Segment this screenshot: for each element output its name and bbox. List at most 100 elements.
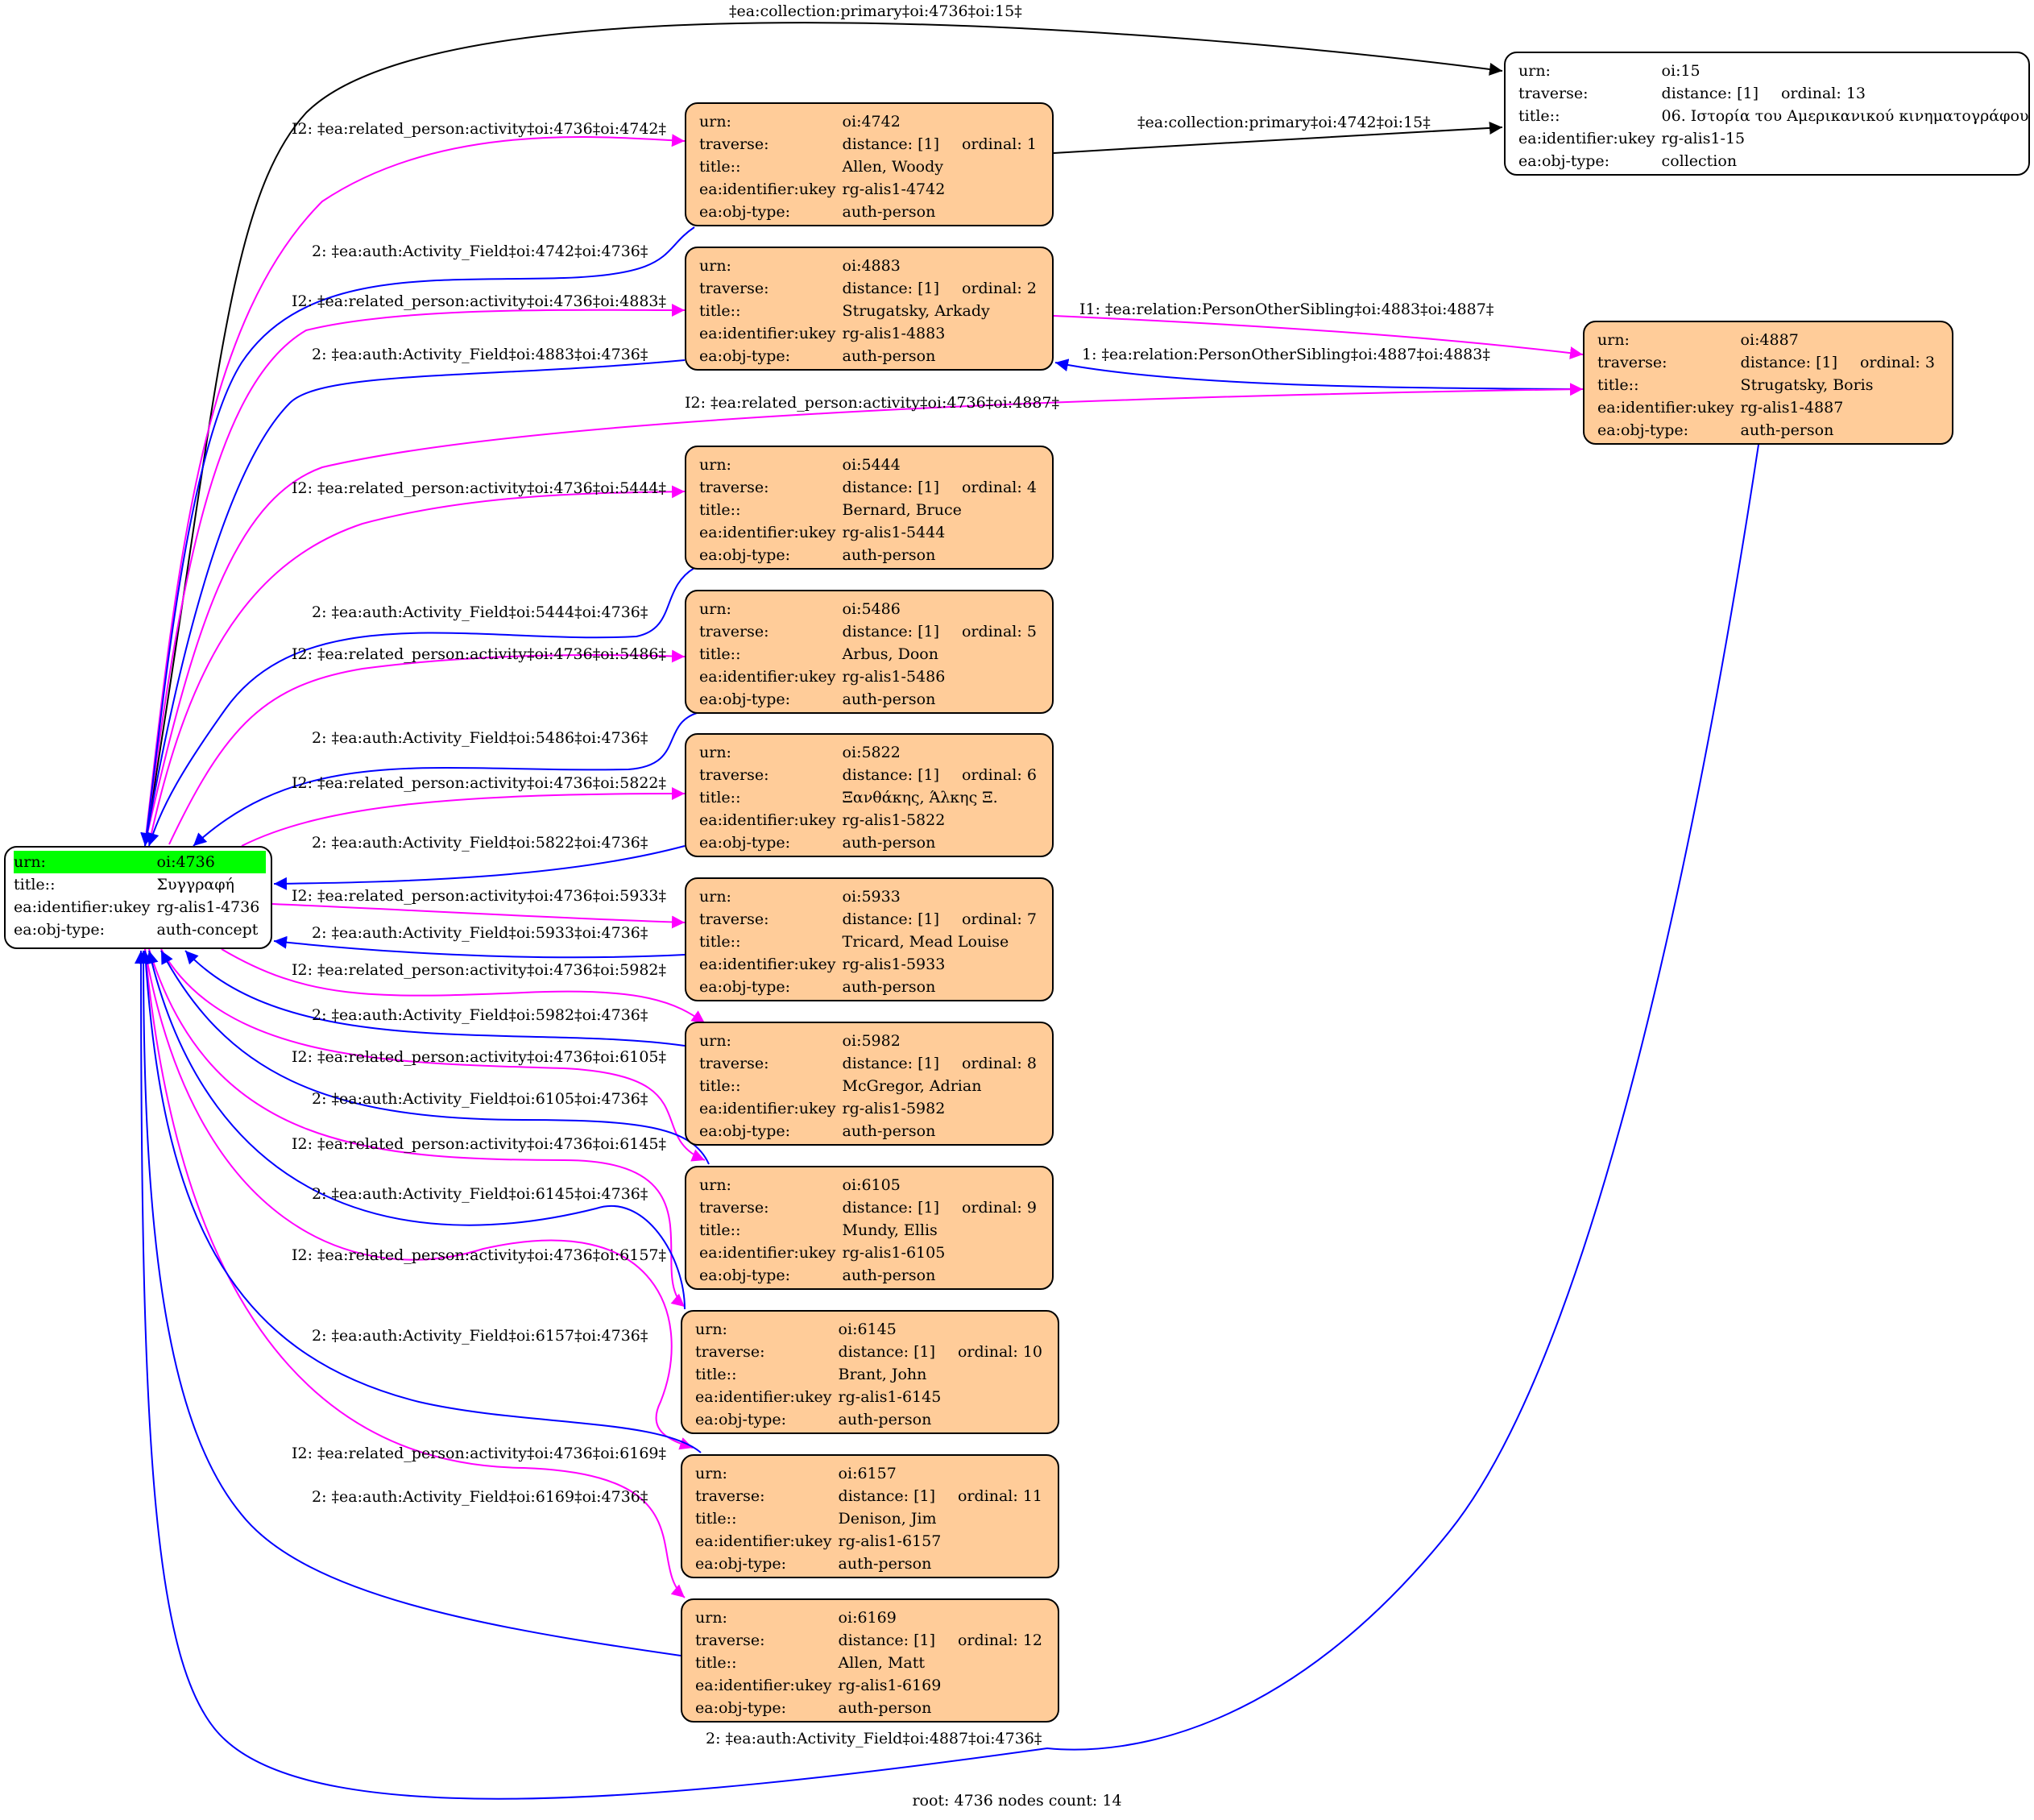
- person-title: Bernard, Bruce: [842, 501, 962, 519]
- field-label-type: ea:obj-type:: [699, 978, 791, 996]
- edge-act-6105[interactable]: [160, 950, 710, 1165]
- edge-act-5982[interactable]: [184, 950, 686, 1047]
- field-label-title: title::: [14, 876, 56, 893]
- edge-rel-6105[interactable]: [160, 948, 706, 1162]
- edge-act-6157[interactable]: [139, 950, 702, 1453]
- edge-rel-5933[interactable]: [271, 903, 686, 929]
- person-node-5444[interactable]: urn:oi:5444 traverse:distance: [1]ordina…: [685, 446, 1054, 570]
- field-label-ukey: ea:identifier:ukey: [699, 1244, 836, 1262]
- person-node-6169[interactable]: urn:oi:6169 traverse:distance: [1]ordina…: [681, 1598, 1059, 1723]
- person-type: auth-person: [842, 690, 936, 708]
- edge-rel-6157[interactable]: [144, 948, 694, 1450]
- edge-act-6169[interactable]: [137, 950, 681, 1656]
- field-label-title: title::: [695, 1654, 737, 1672]
- label-act-5933: 2: ‡ea:auth:Activity_Field‡oi:5933‡oi:47…: [312, 924, 648, 942]
- edge-rel-4887[interactable]: [144, 383, 1584, 845]
- edge-collection-4742[interactable]: [1053, 121, 1503, 154]
- label-rel-5933: I2: ‡ea:related_person:activity‡oi:4736‡…: [292, 887, 666, 905]
- field-label-ukey: ea:identifier:ukey: [699, 956, 836, 973]
- person-node-6157[interactable]: urn:oi:6157 traverse:distance: [1]ordina…: [681, 1454, 1059, 1578]
- person-title: McGregor, Adrian: [842, 1077, 982, 1095]
- person-distance: distance: [1]: [842, 766, 939, 784]
- edge-sibling-4883-4887[interactable]: [1053, 315, 1584, 360]
- collection-distance: distance: [1]: [1661, 85, 1759, 102]
- person-urn: oi:5982: [842, 1032, 901, 1050]
- root-node[interactable]: urn:oi:4736 title::Συγγραφή ea:identifie…: [4, 846, 272, 949]
- edge-rel-6169[interactable]: [144, 948, 686, 1598]
- edge-act-5486[interactable]: [193, 712, 698, 847]
- person-node-fields: urn:oi:5933 traverse:distance: [1]ordina…: [699, 885, 1043, 998]
- field-label-title: title::: [699, 1077, 741, 1095]
- field-label-urn: urn:: [1518, 62, 1551, 80]
- person-type: auth-person: [842, 978, 936, 996]
- label-act-6157: 2: ‡ea:auth:Activity_Field‡oi:6157‡oi:47…: [312, 1327, 648, 1345]
- person-node-5822[interactable]: urn:oi:5822 traverse:distance: [1]ordina…: [685, 733, 1054, 857]
- field-label-traverse: traverse:: [695, 1487, 765, 1505]
- edge-rel-5486[interactable]: [168, 649, 686, 845]
- person-node-5982[interactable]: urn:oi:5982 traverse:distance: [1]ordina…: [685, 1022, 1054, 1146]
- person-distance: distance: [1]: [838, 1631, 935, 1649]
- label-rel-5982: I2: ‡ea:related_person:activity‡oi:4736‡…: [292, 961, 666, 979]
- edge-act-5933[interactable]: [273, 935, 686, 959]
- edge-rel-5444[interactable]: [148, 485, 686, 845]
- edge-act-5444[interactable]: [146, 567, 695, 847]
- edge-rel-5822[interactable]: [241, 787, 686, 847]
- edge-act-4742[interactable]: [140, 226, 695, 847]
- edge-rel-5982[interactable]: [221, 948, 706, 1024]
- edge-act-6145[interactable]: [145, 950, 686, 1310]
- label-act-5444: 2: ‡ea:auth:Activity_Field‡oi:5444‡oi:47…: [312, 603, 648, 621]
- field-label-urn: urn:: [699, 600, 731, 618]
- label-act-6105: 2: ‡ea:auth:Activity_Field‡oi:6105‡oi:47…: [312, 1090, 648, 1108]
- person-node-6145[interactable]: urn:oi:6145 traverse:distance: [1]ordina…: [681, 1310, 1059, 1434]
- person-node-fields: urn:oi:4883 traverse:distance: [1]ordina…: [699, 255, 1043, 367]
- person-urn: oi:5933: [842, 888, 901, 906]
- person-title: Strugatsky, Boris: [1740, 376, 1874, 394]
- person-node-6105[interactable]: urn:oi:6105 traverse:distance: [1]ordina…: [685, 1166, 1054, 1290]
- field-label-ukey: ea:identifier:ukey: [695, 1388, 832, 1406]
- person-title: Strugatsky, Arkady: [842, 302, 990, 320]
- person-type: auth-person: [842, 546, 936, 564]
- collection-node[interactable]: urn:oi:15 traverse:distance: [1]ordinal:…: [1504, 52, 2030, 176]
- collection-node-fields: urn:oi:15 traverse:distance: [1]ordinal:…: [1518, 60, 2034, 172]
- root-urn-row: urn:oi:4736: [14, 851, 267, 873]
- field-label-ukey: ea:identifier:ukey: [699, 811, 836, 829]
- field-label-ukey: ea:identifier:ukey: [699, 524, 836, 541]
- field-label-type: ea:obj-type:: [1597, 421, 1689, 439]
- person-ordinal: ordinal: 12: [957, 1631, 1043, 1649]
- field-label-title: title::: [699, 1221, 741, 1239]
- person-ordinal: ordinal: 4: [961, 479, 1037, 496]
- root-ukey: rg-alis1-4736: [156, 898, 260, 916]
- person-node-5933[interactable]: urn:oi:5933 traverse:distance: [1]ordina…: [685, 877, 1054, 1001]
- field-label-type: ea:obj-type:: [699, 203, 791, 221]
- person-type: auth-person: [838, 1555, 932, 1573]
- person-ukey: rg-alis1-5822: [842, 811, 946, 829]
- edge-rel-6145[interactable]: [148, 948, 686, 1308]
- field-label-ukey: ea:identifier:ukey: [1597, 399, 1734, 417]
- label-rel-5444: I2: ‡ea:related_person:activity‡oi:4736‡…: [292, 479, 666, 497]
- person-node-4742[interactable]: urn:oi:4742 traverse:distance: [1]ordina…: [685, 102, 1054, 226]
- person-node-fields: urn:oi:5982 traverse:distance: [1]ordina…: [699, 1030, 1043, 1142]
- root-urn: oi:4736: [156, 851, 267, 873]
- edge-sibling-4887-4883[interactable]: [1054, 359, 1584, 390]
- edge-collection-root[interactable]: [144, 22, 1503, 845]
- edge-act-5822[interactable]: [273, 845, 686, 890]
- edge-rel-4742[interactable]: [144, 134, 686, 845]
- person-ordinal: ordinal: 10: [957, 1343, 1043, 1361]
- person-node-4883[interactable]: urn:oi:4883 traverse:distance: [1]ordina…: [685, 247, 1054, 371]
- label-act-5486: 2: ‡ea:auth:Activity_Field‡oi:5486‡oi:47…: [312, 729, 648, 747]
- edge-rel-4883[interactable]: [144, 303, 686, 845]
- field-label-title: title::: [699, 789, 741, 806]
- person-node-fields: urn:oi:6105 traverse:distance: [1]ordina…: [699, 1174, 1043, 1287]
- field-label-traverse: traverse:: [699, 479, 769, 496]
- person-ukey: rg-alis1-6169: [838, 1677, 942, 1694]
- edge-act-4883[interactable]: [140, 359, 686, 847]
- edge-act-4887[interactable]: [135, 444, 1759, 1800]
- person-ordinal: ordinal: 11: [957, 1487, 1043, 1505]
- field-label-traverse: traverse:: [695, 1631, 765, 1649]
- person-node-5486[interactable]: urn:oi:5486 traverse:distance: [1]ordina…: [685, 590, 1054, 714]
- field-label-type: ea:obj-type:: [699, 690, 791, 708]
- field-label-type: ea:obj-type:: [695, 1555, 787, 1573]
- person-node-4887[interactable]: urn:oi:4887 traverse:distance: [1]ordina…: [1583, 321, 1953, 445]
- person-node-fields: urn:oi:6157 traverse:distance: [1]ordina…: [695, 1462, 1049, 1575]
